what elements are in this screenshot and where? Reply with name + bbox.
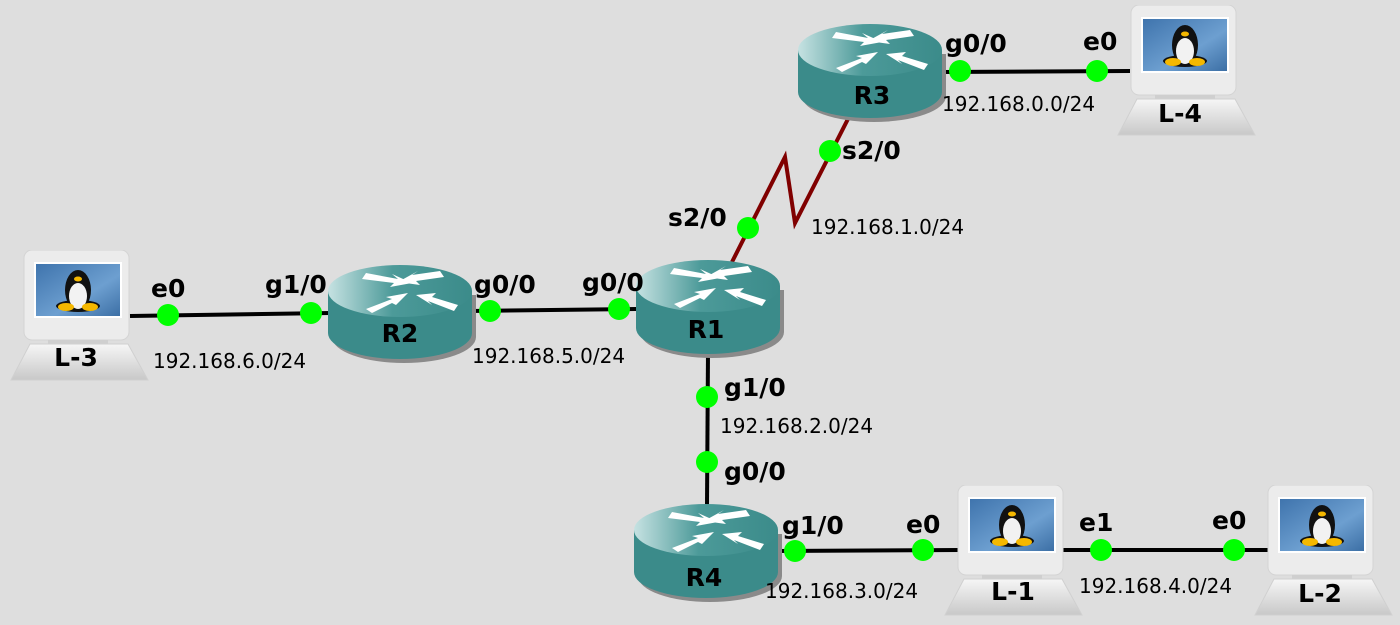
interface-labels: g0/0 e0 s2/0 s2/0 e0 g1/0 g0/0 g0/0 g1/0… bbox=[151, 27, 1246, 540]
subnet-label: 192.168.0.0/24 bbox=[942, 92, 1095, 116]
interface-label: g0/0 bbox=[474, 270, 536, 299]
interface-label: g1/0 bbox=[782, 511, 844, 540]
host-l4[interactable]: L-4 bbox=[1118, 5, 1255, 135]
subnet-label: 192.168.1.0/24 bbox=[811, 215, 964, 239]
interface-label: e0 bbox=[906, 510, 940, 539]
port-dot bbox=[608, 298, 630, 320]
port-dot bbox=[784, 540, 806, 562]
host-l2[interactable]: L-2 bbox=[1255, 485, 1392, 615]
subnet-label: 192.168.5.0/24 bbox=[472, 344, 625, 368]
router-r3[interactable]: R3 bbox=[798, 24, 946, 122]
node-label: L-3 bbox=[54, 343, 98, 372]
interface-label: e1 bbox=[1079, 508, 1113, 537]
port-dot bbox=[696, 451, 718, 473]
subnet-label: 192.168.6.0/24 bbox=[153, 349, 306, 373]
interface-label: g1/0 bbox=[265, 270, 327, 299]
router-r2[interactable]: R2 bbox=[328, 265, 476, 363]
node-label: R3 bbox=[854, 81, 891, 110]
router-r4[interactable]: R4 bbox=[634, 504, 782, 602]
interface-label: s2/0 bbox=[668, 203, 727, 232]
node-label: R2 bbox=[382, 319, 419, 348]
port-dot bbox=[912, 539, 934, 561]
subnet-label: 192.168.3.0/24 bbox=[765, 579, 918, 603]
link-r1-r4[interactable] bbox=[705, 351, 710, 506]
port-dot bbox=[949, 60, 971, 82]
interface-label: g0/0 bbox=[724, 457, 786, 486]
port-dots bbox=[157, 60, 1245, 562]
node-label: R4 bbox=[686, 563, 723, 592]
interface-label: g0/0 bbox=[945, 29, 1007, 58]
port-dot bbox=[300, 302, 322, 324]
link-r3-r1-serial[interactable] bbox=[730, 114, 852, 263]
port-dot bbox=[1086, 60, 1108, 82]
subnet-label: 192.168.4.0/24 bbox=[1079, 574, 1232, 598]
router-r1[interactable]: R1 bbox=[636, 260, 784, 358]
node-label: R1 bbox=[688, 315, 725, 344]
port-dot bbox=[1090, 539, 1112, 561]
interface-label: g0/0 bbox=[582, 268, 644, 297]
port-dot bbox=[479, 300, 501, 322]
node-label: L-1 bbox=[991, 577, 1035, 606]
port-dot bbox=[737, 217, 759, 239]
interface-label: e0 bbox=[1212, 506, 1246, 535]
interface-label: e0 bbox=[1083, 27, 1117, 56]
port-dot bbox=[1223, 539, 1245, 561]
port-dot bbox=[696, 386, 718, 408]
interface-label: e0 bbox=[151, 274, 185, 303]
subnet-labels: 192.168.0.0/24 192.168.1.0/24 192.168.6.… bbox=[153, 92, 1232, 603]
host-l3[interactable]: L-3 bbox=[11, 250, 148, 380]
port-dot bbox=[819, 140, 841, 162]
host-l1[interactable]: L-1 bbox=[945, 485, 1082, 615]
node-label: L-4 bbox=[1158, 99, 1202, 128]
port-dot bbox=[157, 304, 179, 326]
node-label: L-2 bbox=[1298, 579, 1342, 608]
interface-label: g1/0 bbox=[724, 373, 786, 402]
interface-label: s2/0 bbox=[842, 136, 901, 165]
router-icon bbox=[328, 265, 476, 363]
subnet-label: 192.168.2.0/24 bbox=[720, 414, 873, 438]
